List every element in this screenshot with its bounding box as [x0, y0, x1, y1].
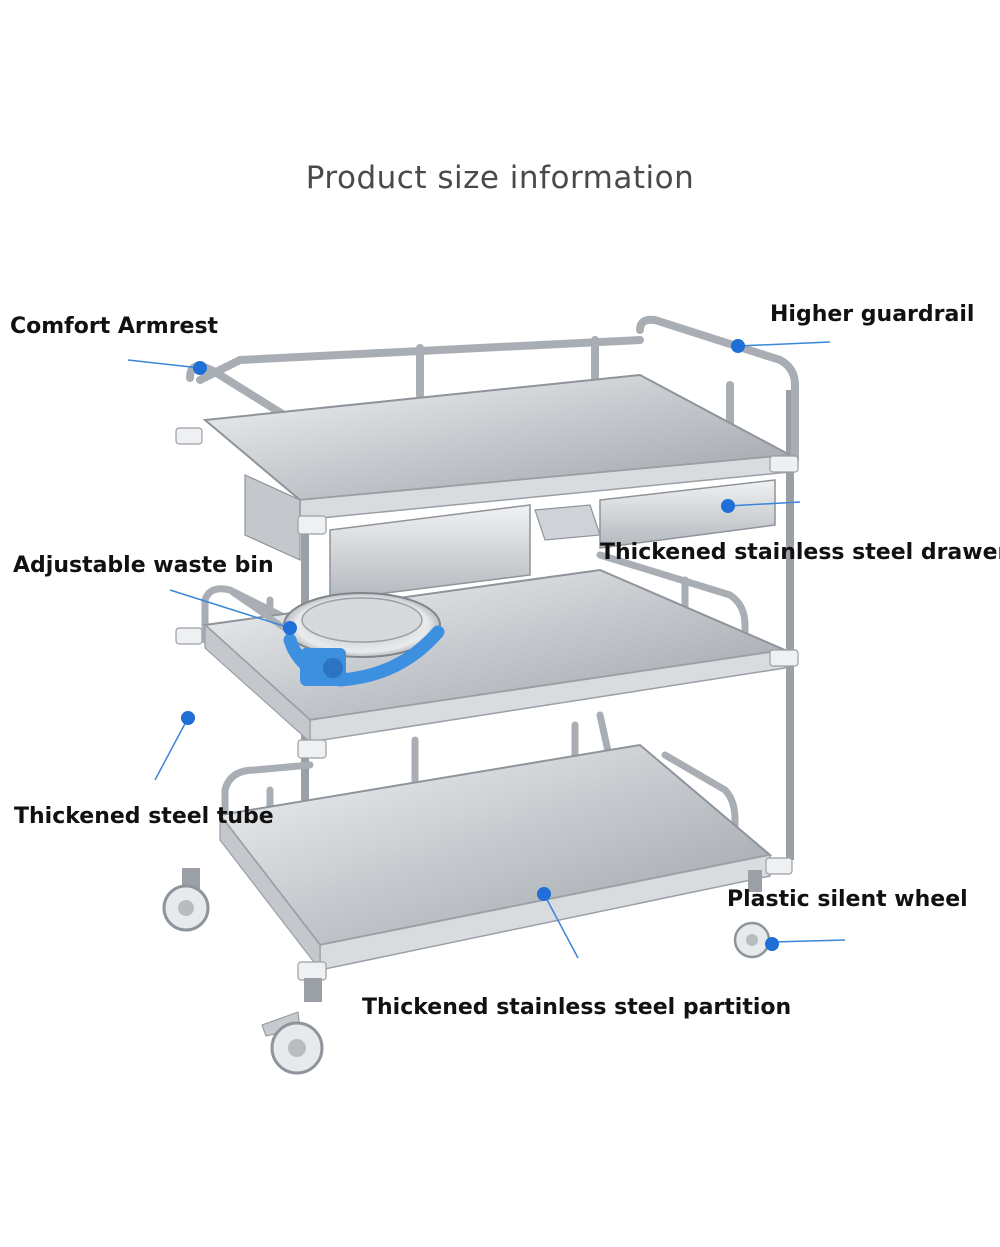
drawer-handle: [534, 504, 601, 541]
shelf-clamps: [175, 427, 799, 981]
casters: [162, 868, 771, 1075]
label-steel-tube: Thickened steel tube: [14, 804, 274, 829]
leader-steel-tube: [154, 717, 189, 781]
waste-bin: [230, 589, 445, 687]
drawer-right: [599, 479, 776, 549]
marker-higher-guardrail: [731, 339, 745, 353]
label-silent-wheel: Plastic silent wheel: [727, 887, 968, 912]
label-comfort-armrest: Comfort Armrest: [10, 314, 219, 339]
label-waste-bin: Adjustable waste bin: [13, 553, 274, 578]
drawer-left: [329, 504, 531, 601]
caster-rear-right: [733, 870, 771, 959]
caster-front-center: [261, 978, 324, 1075]
leader-higher-guardrail: [737, 341, 831, 347]
callout-markers: [181, 339, 779, 951]
marker-steel-tube: [181, 711, 195, 725]
leader-drawer: [727, 501, 801, 507]
drawer-side: [244, 474, 301, 561]
label-higher-guardrail: Higher guardrail: [770, 302, 975, 327]
diagram-title: Product size information: [305, 160, 695, 196]
leader-waste-bin: [169, 589, 291, 629]
caster-front-left: [162, 868, 210, 932]
marker-waste-bin: [283, 621, 297, 635]
marker-comfort-armrest: [193, 361, 207, 375]
leader-comfort-armrest: [127, 359, 201, 369]
leader-lines: [127, 341, 846, 959]
leader-partition: [543, 893, 579, 959]
marker-drawer: [721, 499, 735, 513]
label-partition: Thickened stainless steel partition: [362, 995, 792, 1020]
marker-partition: [537, 887, 551, 901]
label-drawer: Thickened stainless steel drawer: [600, 540, 1000, 565]
marker-silent-wheel: [765, 937, 779, 951]
leader-silent-wheel: [771, 939, 846, 943]
